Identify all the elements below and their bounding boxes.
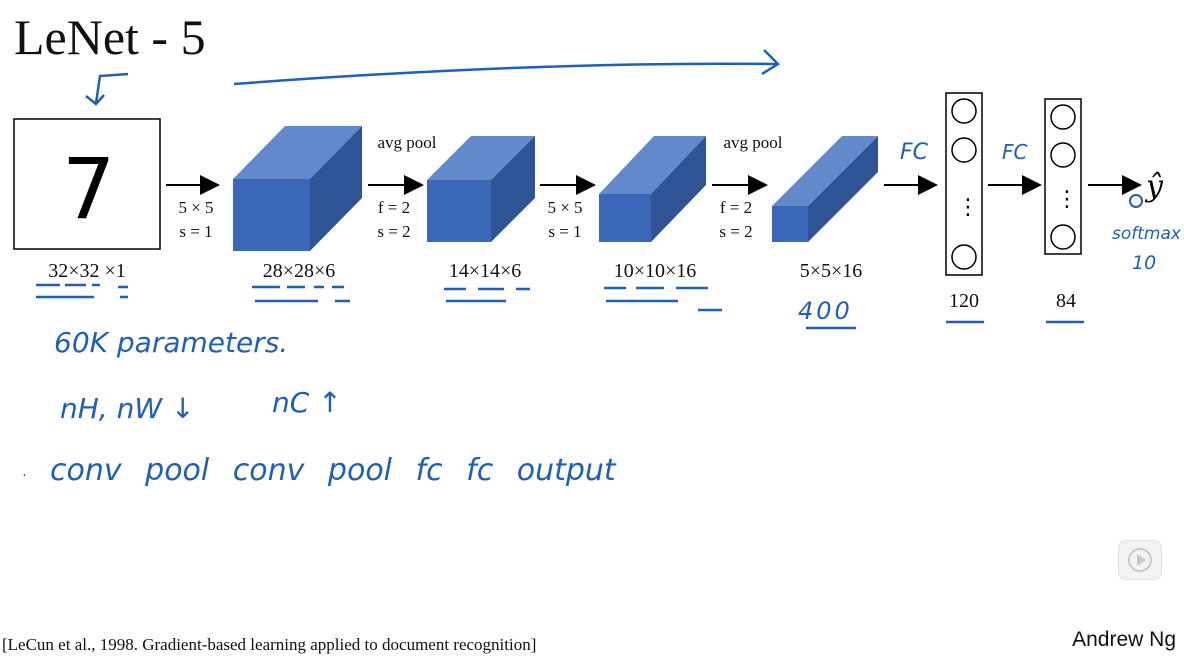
output-symbol: ŷ [1144,169,1164,204]
volume-pool1-dims: 14×14×6 [448,260,522,282]
fc2-ellipsis: ⋮ [1056,187,1078,212]
op-conv1: 5 × 5 s = 1 [166,196,226,244]
softmax-annotation: softmax [1112,224,1181,244]
volume-pool2 [772,136,878,242]
layer-sequence-note: · conv pool conv pool fc fc output [22,453,616,488]
channels-note: nC ↑ [272,386,342,419]
arrow-up-icon: ↑ [318,386,342,419]
op-conv2-filter: 5 × 5 [547,198,583,217]
volume-conv1 [233,126,362,251]
op-pool1-title: avg pool [377,133,437,152]
op-pool2-stride: s = 2 [719,222,753,241]
op-pool2: f = 2 s = 2 [706,196,766,244]
video-play-button[interactable] [1118,540,1162,580]
underline-sketches [36,283,1084,330]
fc1-annotation: FC [900,140,929,165]
flow-arrow [233,49,780,86]
spatial-dims-note: nH, nW ↓ [60,392,194,425]
input-pointer-arrow [85,72,129,106]
volume-pool1 [427,136,535,242]
op-pool1-filter: f = 2 [377,198,411,217]
fc2-annotation: FC [1002,140,1028,164]
softmax-classes-annotation: 10 [1132,252,1157,274]
spatial-dims-text: nH, nW [60,392,163,425]
page-title: LeNet - 5 [14,9,206,65]
channels-text: nC [272,386,310,419]
parameter-count-note: 60K parameters. [54,326,289,359]
op-conv2: 5 × 5 s = 1 [535,196,595,244]
fc1-size: 120 [949,290,979,312]
op-conv2-stride: s = 1 [548,222,582,241]
play-icon [1128,548,1152,572]
op-pool1: f = 2 s = 2 [364,196,424,244]
op-conv1-stride: s = 1 [179,222,213,241]
output-node-sketch [1129,194,1143,208]
input-digit: 7 [62,140,115,238]
volume-conv1-dims: 28×28×6 [262,260,336,282]
op-conv1-filter: 5 × 5 [178,198,214,217]
op-pool2-filter: f = 2 [719,198,753,217]
citation: [LeCun et al., 1998. Gradient-based lear… [2,635,537,654]
layer-sequence-text: conv pool conv pool fc fc output [50,453,616,488]
author-name: Andrew Ng [1072,628,1176,651]
fc-layer-84: ⋮ [1044,98,1082,255]
fc1-ellipsis: ⋮ [957,195,979,220]
input-image-box [13,118,161,250]
volume-conv2 [599,136,706,242]
op-pool1-stride: s = 2 [377,222,411,241]
volume-pool2-dims: 5×5×16 [799,260,863,282]
arrow-down-icon: ↓ [170,392,195,425]
input-dims: 32×32 ×1 [48,260,126,282]
op-pool2-title: avg pool [723,133,783,152]
fc2-size: 84 [1056,290,1076,312]
flattened-size-annotation: 400 [798,297,853,325]
fc-layer-120: ⋮ [945,92,983,276]
volume-conv2-dims: 10×10×16 [613,260,697,282]
bullet-dot: · [22,468,27,484]
